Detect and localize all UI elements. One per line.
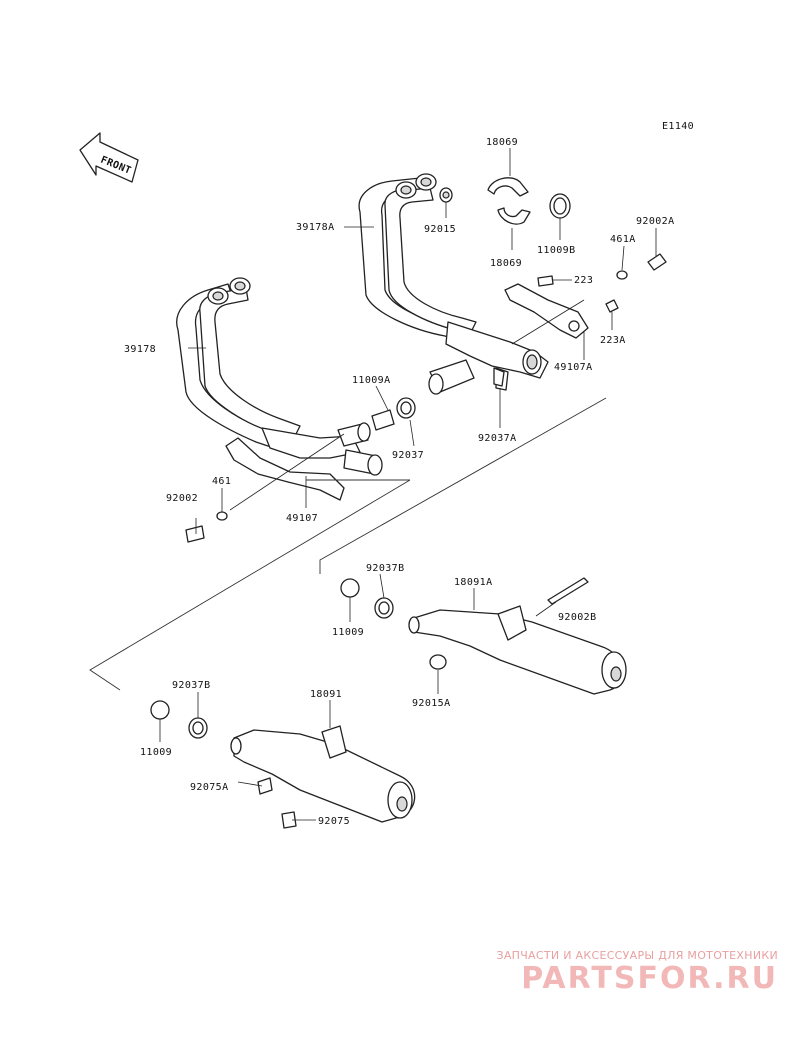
- label-461: 461: [212, 476, 231, 487]
- header-pipe-39178: [176, 277, 383, 476]
- label-18091A: 18091A: [454, 577, 493, 588]
- label-92015: 92015: [424, 224, 456, 235]
- label-92075: 92075: [318, 816, 350, 827]
- diagram-code: E1140: [662, 121, 694, 132]
- label-49107: 49107: [286, 513, 318, 524]
- label-18069-bottom: 18069: [490, 258, 522, 269]
- watermark-caption: ЗАПЧАСТИ И АКСЕССУАРЫ ДЛЯ МОТОТЕХНИКИ: [496, 949, 778, 962]
- label-18091: 18091: [310, 689, 342, 700]
- label-223: 223: [574, 275, 593, 286]
- label-92037B-right: 92037B: [366, 563, 405, 574]
- label-92037: 92037: [392, 450, 424, 461]
- muffler-18091: [150, 700, 416, 829]
- bracket-49107: [225, 437, 345, 501]
- front-arrow-icon: FRONT: [79, 132, 139, 183]
- group-frame-lines: [89, 397, 607, 691]
- label-11009B: 11009B: [537, 245, 576, 256]
- label-18069-top: 18069: [486, 137, 518, 148]
- leader-lines: [159, 148, 657, 821]
- label-92075A: 92075A: [190, 782, 229, 793]
- label-11009-left: 11009: [140, 747, 172, 758]
- label-461A: 461A: [610, 234, 636, 245]
- label-92002: 92002: [166, 493, 198, 504]
- header-pipe-39178A: [358, 173, 549, 395]
- label-39178A: 39178A: [296, 222, 335, 233]
- label-39178: 39178: [124, 344, 156, 355]
- small-hardware: [185, 177, 667, 543]
- part-labels: 18069 39178A 92015 18069 11009B 461A 920…: [124, 137, 675, 827]
- label-49107A: 49107A: [554, 362, 593, 373]
- bracket-49107A: [504, 283, 589, 339]
- label-223A: 223A: [600, 335, 626, 346]
- label-92002B: 92002B: [558, 612, 597, 623]
- watermark-logo: PARTSFOR.RU: [521, 961, 778, 996]
- label-11009A: 11009A: [352, 375, 391, 386]
- muffler-18091A: [340, 577, 627, 695]
- label-11009-right: 11009: [332, 627, 364, 638]
- label-92037A: 92037A: [478, 433, 517, 444]
- label-92015A: 92015A: [412, 698, 451, 709]
- label-92002A: 92002A: [636, 216, 675, 227]
- watermark: ЗАПЧАСТИ И АКСЕССУАРЫ ДЛЯ МОТОТЕХНИКИ PA…: [496, 949, 778, 996]
- label-92037B-left: 92037B: [172, 680, 211, 691]
